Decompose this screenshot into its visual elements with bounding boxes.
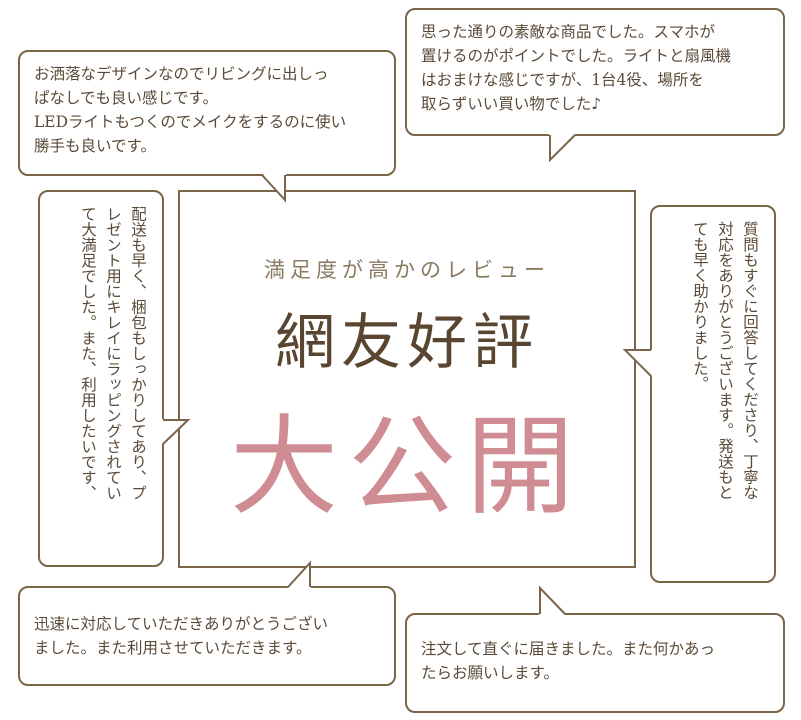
review-line: 置けるのがポイントでした。ライトと扇風機 [421, 47, 732, 65]
review-bubble-right: 質問もすぐに回答してくださり、丁寧な 対応をありがとうございます。発送もと ても… [650, 205, 776, 583]
tail [539, 585, 566, 615]
review-line: 対応をありがとうございます。発送もと [716, 221, 734, 500]
review-line: 勝手も良いです。 [34, 137, 156, 155]
review-line: ぱなしでも良い感じです。 [34, 89, 218, 107]
review-line: LEDライトもつくのでメイクをするのに使い [34, 113, 347, 131]
headline-box: 満足度が高かのレビュー 網友好評 大公開 [178, 190, 636, 568]
title: 網友好評 [275, 308, 539, 378]
review-bubble-bottom-right: 注文して直ぐに届きました。また何かあっ たらお願いします。 [405, 613, 785, 713]
tail [261, 174, 286, 203]
headline: 大公開 [229, 405, 584, 530]
review-line: ました。また利用させていただきます。 [34, 639, 312, 657]
tail [549, 134, 576, 163]
review-line: お洒落なデザインなのでリビングに出しっ [34, 65, 329, 83]
review-line: 取らずいい買い物でした♪ [421, 95, 602, 113]
review-line: 質問もすぐに回答してくださり、丁寧な [741, 221, 759, 500]
review-bubble-top-left: お洒落なデザインなのでリビングに出しっ ぱなしでも良い感じです。 LEDライトも… [18, 50, 396, 176]
review-line: ても早く助かりました。 [691, 221, 709, 392]
review-line: て大満足でした。また、利用したいです、 [79, 206, 97, 501]
review-bubble-top-right: 思った通りの素敵な商品でした。スマホが 置けるのがポイントでした。ライトと扇風機… [405, 8, 785, 136]
review-bubble-left: 配送も早く、梱包もしっかりしてあり、プ レゼント用にキレイにラッピングされてい … [38, 190, 164, 567]
review-line: レゼント用にキレイにラッピングされてい [104, 206, 122, 501]
review-line: 思った通りの素敵な商品でした。スマホが [421, 23, 716, 41]
review-line: 迅速に対応していただきありがとうござい [34, 615, 329, 633]
review-line: 配送も早く、梱包もしっかりしてあり、プ [129, 206, 147, 501]
review-bubble-bottom-left: 迅速に対応していただきありがとうござい ました。また利用させていただきます。 [18, 586, 396, 686]
tail [287, 560, 311, 588]
tail [162, 419, 191, 445]
subtitle: 満足度が高かのレビュー [264, 258, 550, 282]
review-line: たらお願いします。 [421, 664, 559, 682]
review-line: はおまけな感じですが、1台4役、場所を [421, 71, 704, 89]
review-line: 注文して直ぐに届きました。また何かあっ [421, 640, 716, 658]
tail [622, 349, 652, 377]
